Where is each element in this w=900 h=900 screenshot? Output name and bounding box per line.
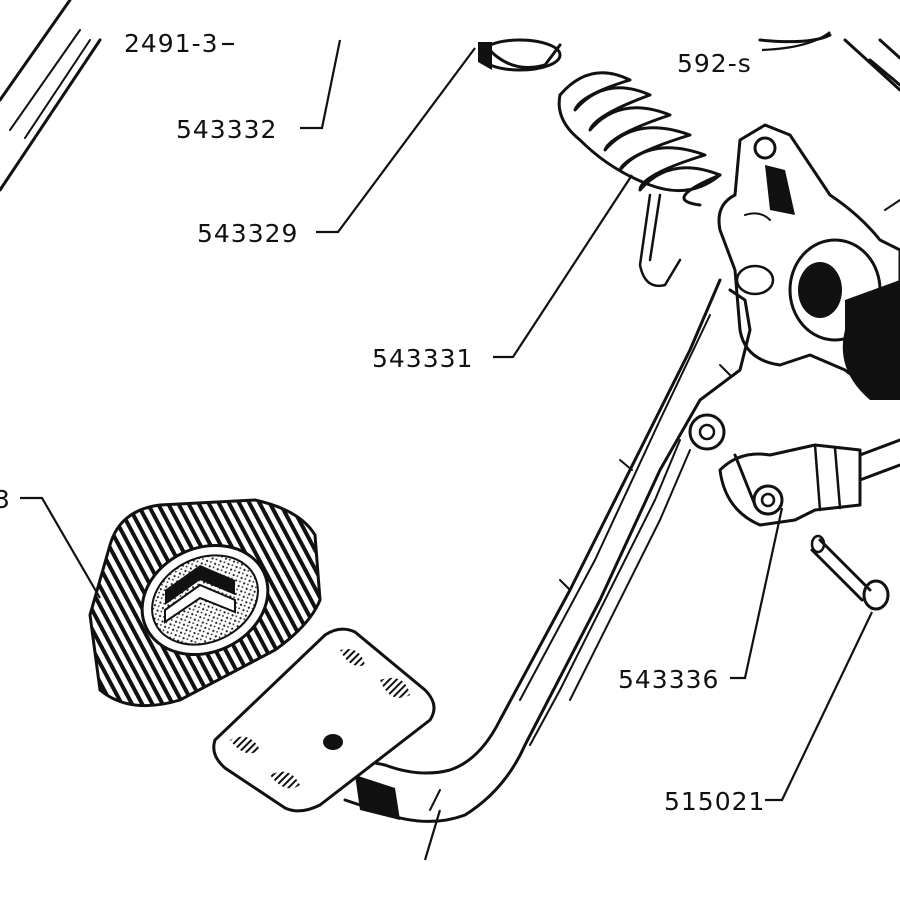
label-2491-3: 2491-3 <box>124 29 219 58</box>
top-right-rod <box>758 33 900 92</box>
label-543332: 543332 <box>176 115 277 144</box>
leader-bottom <box>423 809 442 861</box>
sleeve-fragment <box>478 38 562 72</box>
leader-592-s <box>761 31 831 52</box>
leader-partial-left <box>20 496 101 599</box>
pedal-lever-arm <box>343 278 752 823</box>
clevis-yoke <box>718 438 900 527</box>
label-543329: 543329 <box>197 219 298 248</box>
label-partial-left: 3 <box>0 485 11 514</box>
clevis-pin <box>810 534 890 611</box>
label-515021: 515021 <box>664 787 765 816</box>
leader-543331 <box>493 174 633 359</box>
label-592-s: 592-s <box>677 49 752 78</box>
label-543331: 543331 <box>372 344 473 373</box>
leader-543329 <box>316 47 476 234</box>
leader-lines <box>20 31 873 861</box>
pivot-bracket <box>717 123 900 400</box>
pedal-plate <box>212 627 436 813</box>
pedal-rubber-pad <box>88 498 322 708</box>
leader-543332 <box>300 39 342 130</box>
top-left-rod <box>0 0 102 192</box>
return-spring <box>557 71 722 288</box>
label-543336: 543336 <box>618 665 719 694</box>
leader-543336 <box>730 507 784 680</box>
part-labels: 2491-3 592-s 543332 543329 543331 543336… <box>0 29 765 816</box>
leader-515021 <box>765 611 873 802</box>
